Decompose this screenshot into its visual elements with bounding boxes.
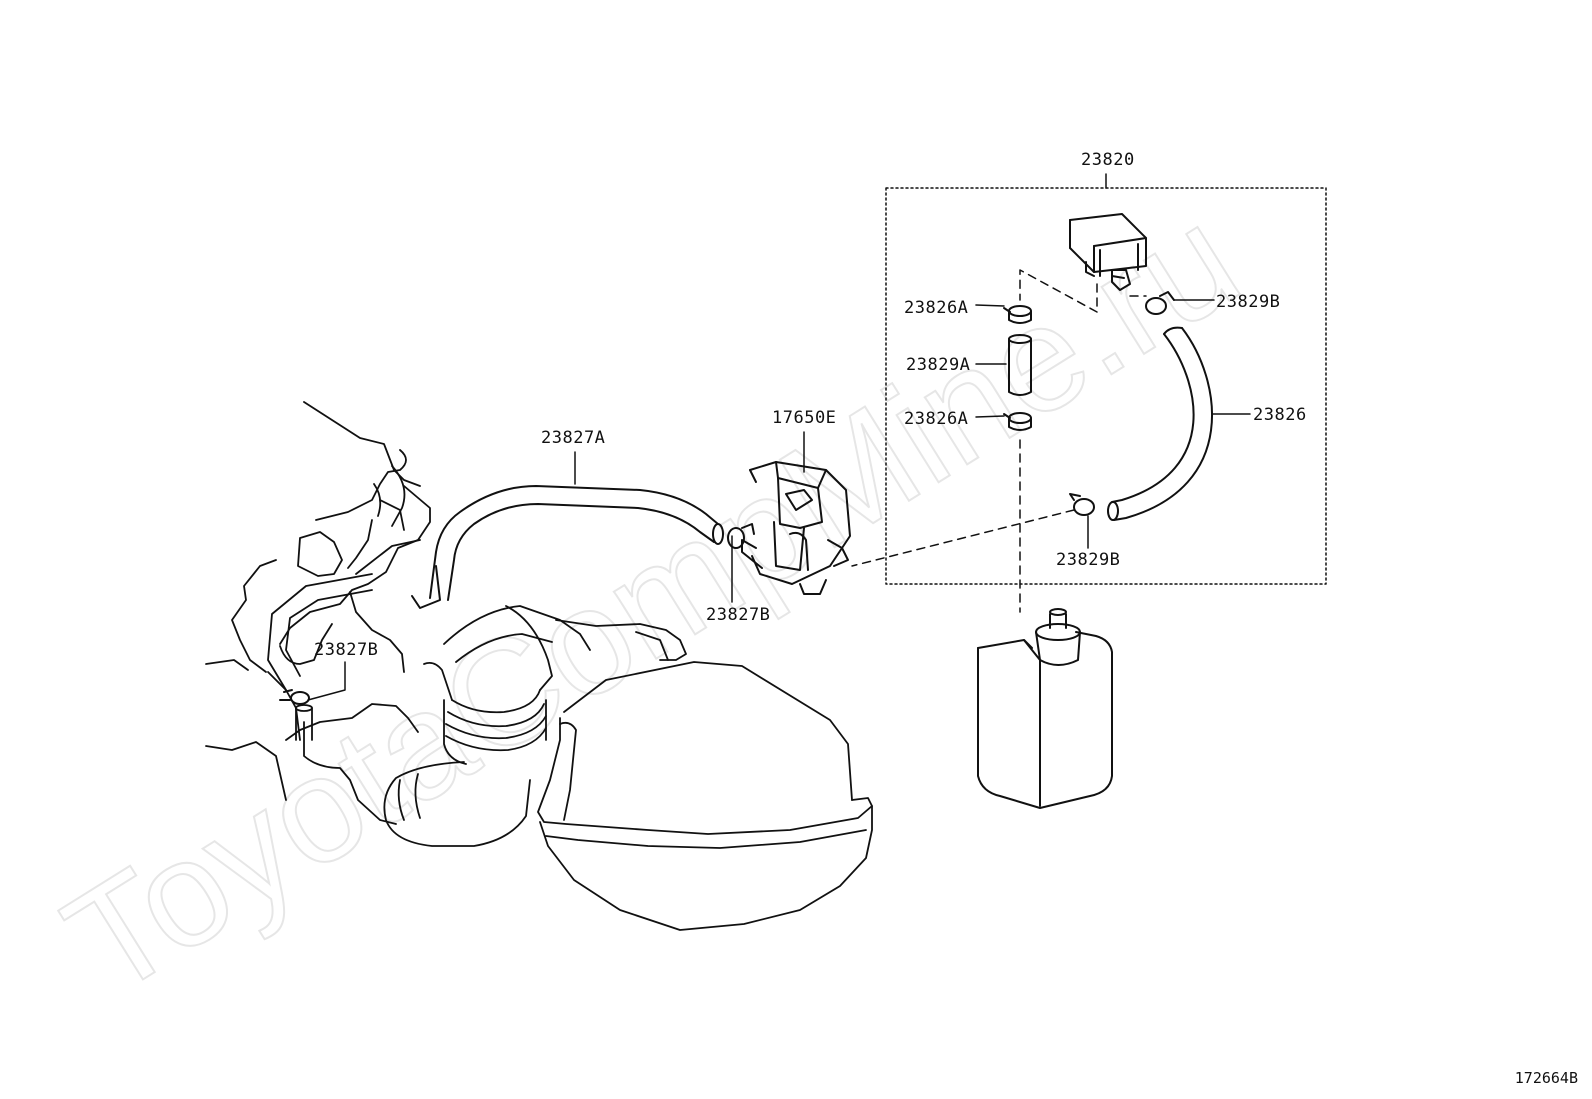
clamp-23829B-bottom[interactable] (1069, 493, 1095, 516)
clamp-23829B-top[interactable] (1145, 291, 1175, 315)
callout-23827B-right[interactable]: 23827B (706, 605, 771, 625)
callout-23829B-top[interactable]: 23829B (1216, 292, 1281, 312)
clamp-23826A-top[interactable] (1003, 305, 1032, 324)
callout-23820[interactable]: 23820 (1081, 150, 1135, 170)
callout-23829B-bottom[interactable]: 23829B (1056, 550, 1121, 570)
air-cleaner-box (537, 661, 873, 931)
figure-id: 172664B (1514, 1069, 1578, 1087)
engine-intake-outline (205, 401, 431, 825)
dashed-connection-lines (851, 269, 1147, 613)
callout-23827B-left[interactable]: 23827B (314, 640, 379, 660)
vsv-17650E[interactable] (741, 461, 851, 595)
charcoal-canister[interactable] (977, 608, 1113, 809)
callout-23829A[interactable]: 23829A (906, 355, 971, 375)
clamp-23826A-bottom[interactable] (1003, 412, 1032, 431)
callout-23826A-top[interactable]: 23826A (904, 298, 969, 318)
vsv-23820[interactable] (1069, 213, 1147, 291)
hose-23829A[interactable] (1008, 334, 1032, 396)
callout-23826A-bottom[interactable]: 23826A (904, 409, 969, 429)
callout-23827A[interactable]: 23827A (541, 428, 606, 448)
hose-23827A[interactable] (411, 485, 724, 609)
hose-23826[interactable] (1107, 326, 1213, 521)
callout-17650E[interactable]: 17650E (772, 408, 837, 428)
leader-lines (307, 299, 1251, 701)
pcv-pipes (267, 465, 406, 691)
clamp-23827B-right[interactable] (727, 523, 755, 549)
group-box-23820 (885, 187, 1327, 585)
clamp-23827B-left[interactable] (279, 689, 310, 705)
callout-23826[interactable]: 23826 (1253, 405, 1307, 425)
air-intake-hose (383, 605, 687, 847)
